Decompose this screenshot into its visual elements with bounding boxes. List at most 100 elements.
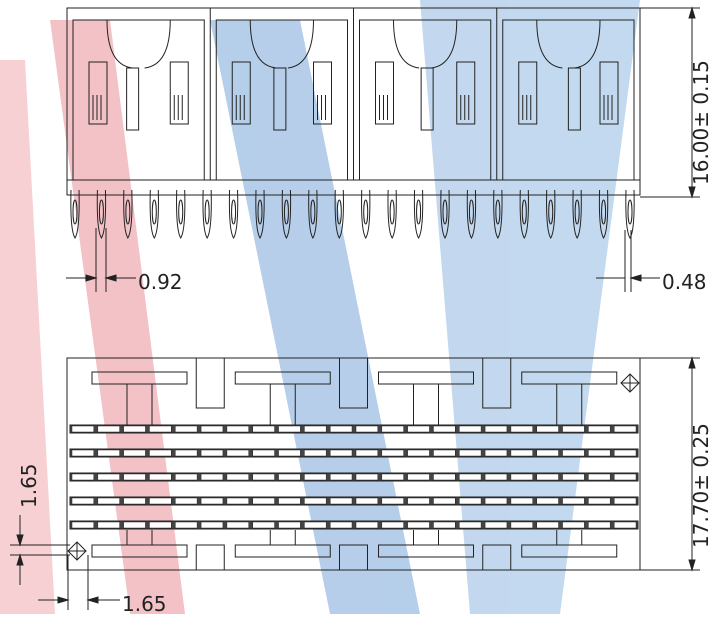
contact-cell [149,521,172,529]
contact-cell [149,425,172,433]
pin [228,189,239,239]
contact-cell [123,449,146,457]
contact-cell [97,473,120,481]
contact-row [69,472,639,482]
contact-cell [226,473,249,481]
contact-grid [69,424,639,530]
latch-left [518,61,538,125]
contact-cell [562,497,585,505]
pin-outline [625,189,635,239]
bay-notch-left [106,19,133,69]
contact-cell [562,449,585,457]
latch-left [88,61,108,125]
pin-slot [283,199,289,225]
pin [202,189,212,239]
bottom-bay [91,371,188,558]
contact-cell [226,497,249,505]
contact-cell [226,425,249,433]
pin-slot [548,199,554,225]
pin-slot [363,199,369,225]
pin-outline [334,189,344,239]
contact-cell [459,521,482,529]
contact-cell [588,425,611,433]
contact-cell [304,449,327,457]
contact-cell [355,473,379,481]
pin-slot [151,199,157,225]
front-bay [353,8,492,181]
contact-cell [123,425,146,433]
contact-cell [252,521,275,529]
contact-cell [123,497,146,505]
pin [546,189,556,239]
contact-cell [304,425,327,433]
bay-post-bottom [482,544,512,571]
pin-slot [495,199,501,225]
pin [413,189,424,239]
bay-outline [215,19,348,181]
contact-cell [71,449,95,457]
dim-height-front-label: 16.00± 0.15 [689,60,709,185]
bay-post-top [482,357,512,409]
datum-symbol-bottom-left [67,541,87,561]
dim-row-pitch-label: 1.65 [17,463,41,508]
contact-cell [252,425,275,433]
dim-pin-pitch-label: 0.92 [138,270,183,294]
bottom-bay [482,357,618,571]
watermark-blue-band-2 [420,0,640,614]
bay-notch-right [574,19,601,69]
colpitch-arrow-right [86,596,99,604]
pin-slot [231,199,237,225]
bay-outline [359,19,492,181]
contact-cell [536,449,559,457]
latch-right [313,61,332,125]
contact-cell [278,449,301,457]
contact-cell [329,473,353,481]
contact-cell [200,449,224,457]
pin [281,189,292,239]
contact-cell [613,425,637,433]
contact-cell [459,473,482,481]
contact-cell [510,449,533,457]
contact-cell [329,497,353,505]
pin-outline [572,189,582,239]
contact-cell [562,521,585,529]
contact-cell [588,473,611,481]
contact-cell [407,521,430,529]
contact-cell [149,473,172,481]
contact-cell [355,521,379,529]
contact-cell [433,425,456,433]
bay-post-bottom [339,544,368,571]
contact-cell [149,497,172,505]
contact-cell [304,521,327,529]
bottom-rib-top [378,371,474,385]
contact-cell [459,497,482,505]
pin-slot [125,199,131,225]
bottom-rib-top [91,371,188,385]
pin-outline [70,189,80,239]
contact-cell [355,497,379,505]
pin [70,189,80,239]
contact-cell [278,473,301,481]
key-post [273,67,287,131]
pin [123,189,133,239]
pin-slot [178,199,184,225]
bay-notch-right [431,19,458,69]
contact-cell [381,449,404,457]
rowpitch-arrow-bottom [16,553,24,566]
front-bay [209,8,348,181]
watermark [0,0,640,614]
contact-cell [304,497,327,505]
latch-right [169,61,189,125]
pin-slot [257,199,263,225]
latch-left [375,61,394,125]
pin-outline [387,189,397,239]
datum-symbol-top-right [620,373,640,393]
contact-cell [613,497,637,505]
pin-slot [336,199,342,225]
pin [493,189,503,239]
bay-post-top [339,357,368,409]
pin [440,189,450,239]
dim-arrow-top [688,6,696,19]
contact-cell [459,425,482,433]
contact-cell [71,425,95,433]
